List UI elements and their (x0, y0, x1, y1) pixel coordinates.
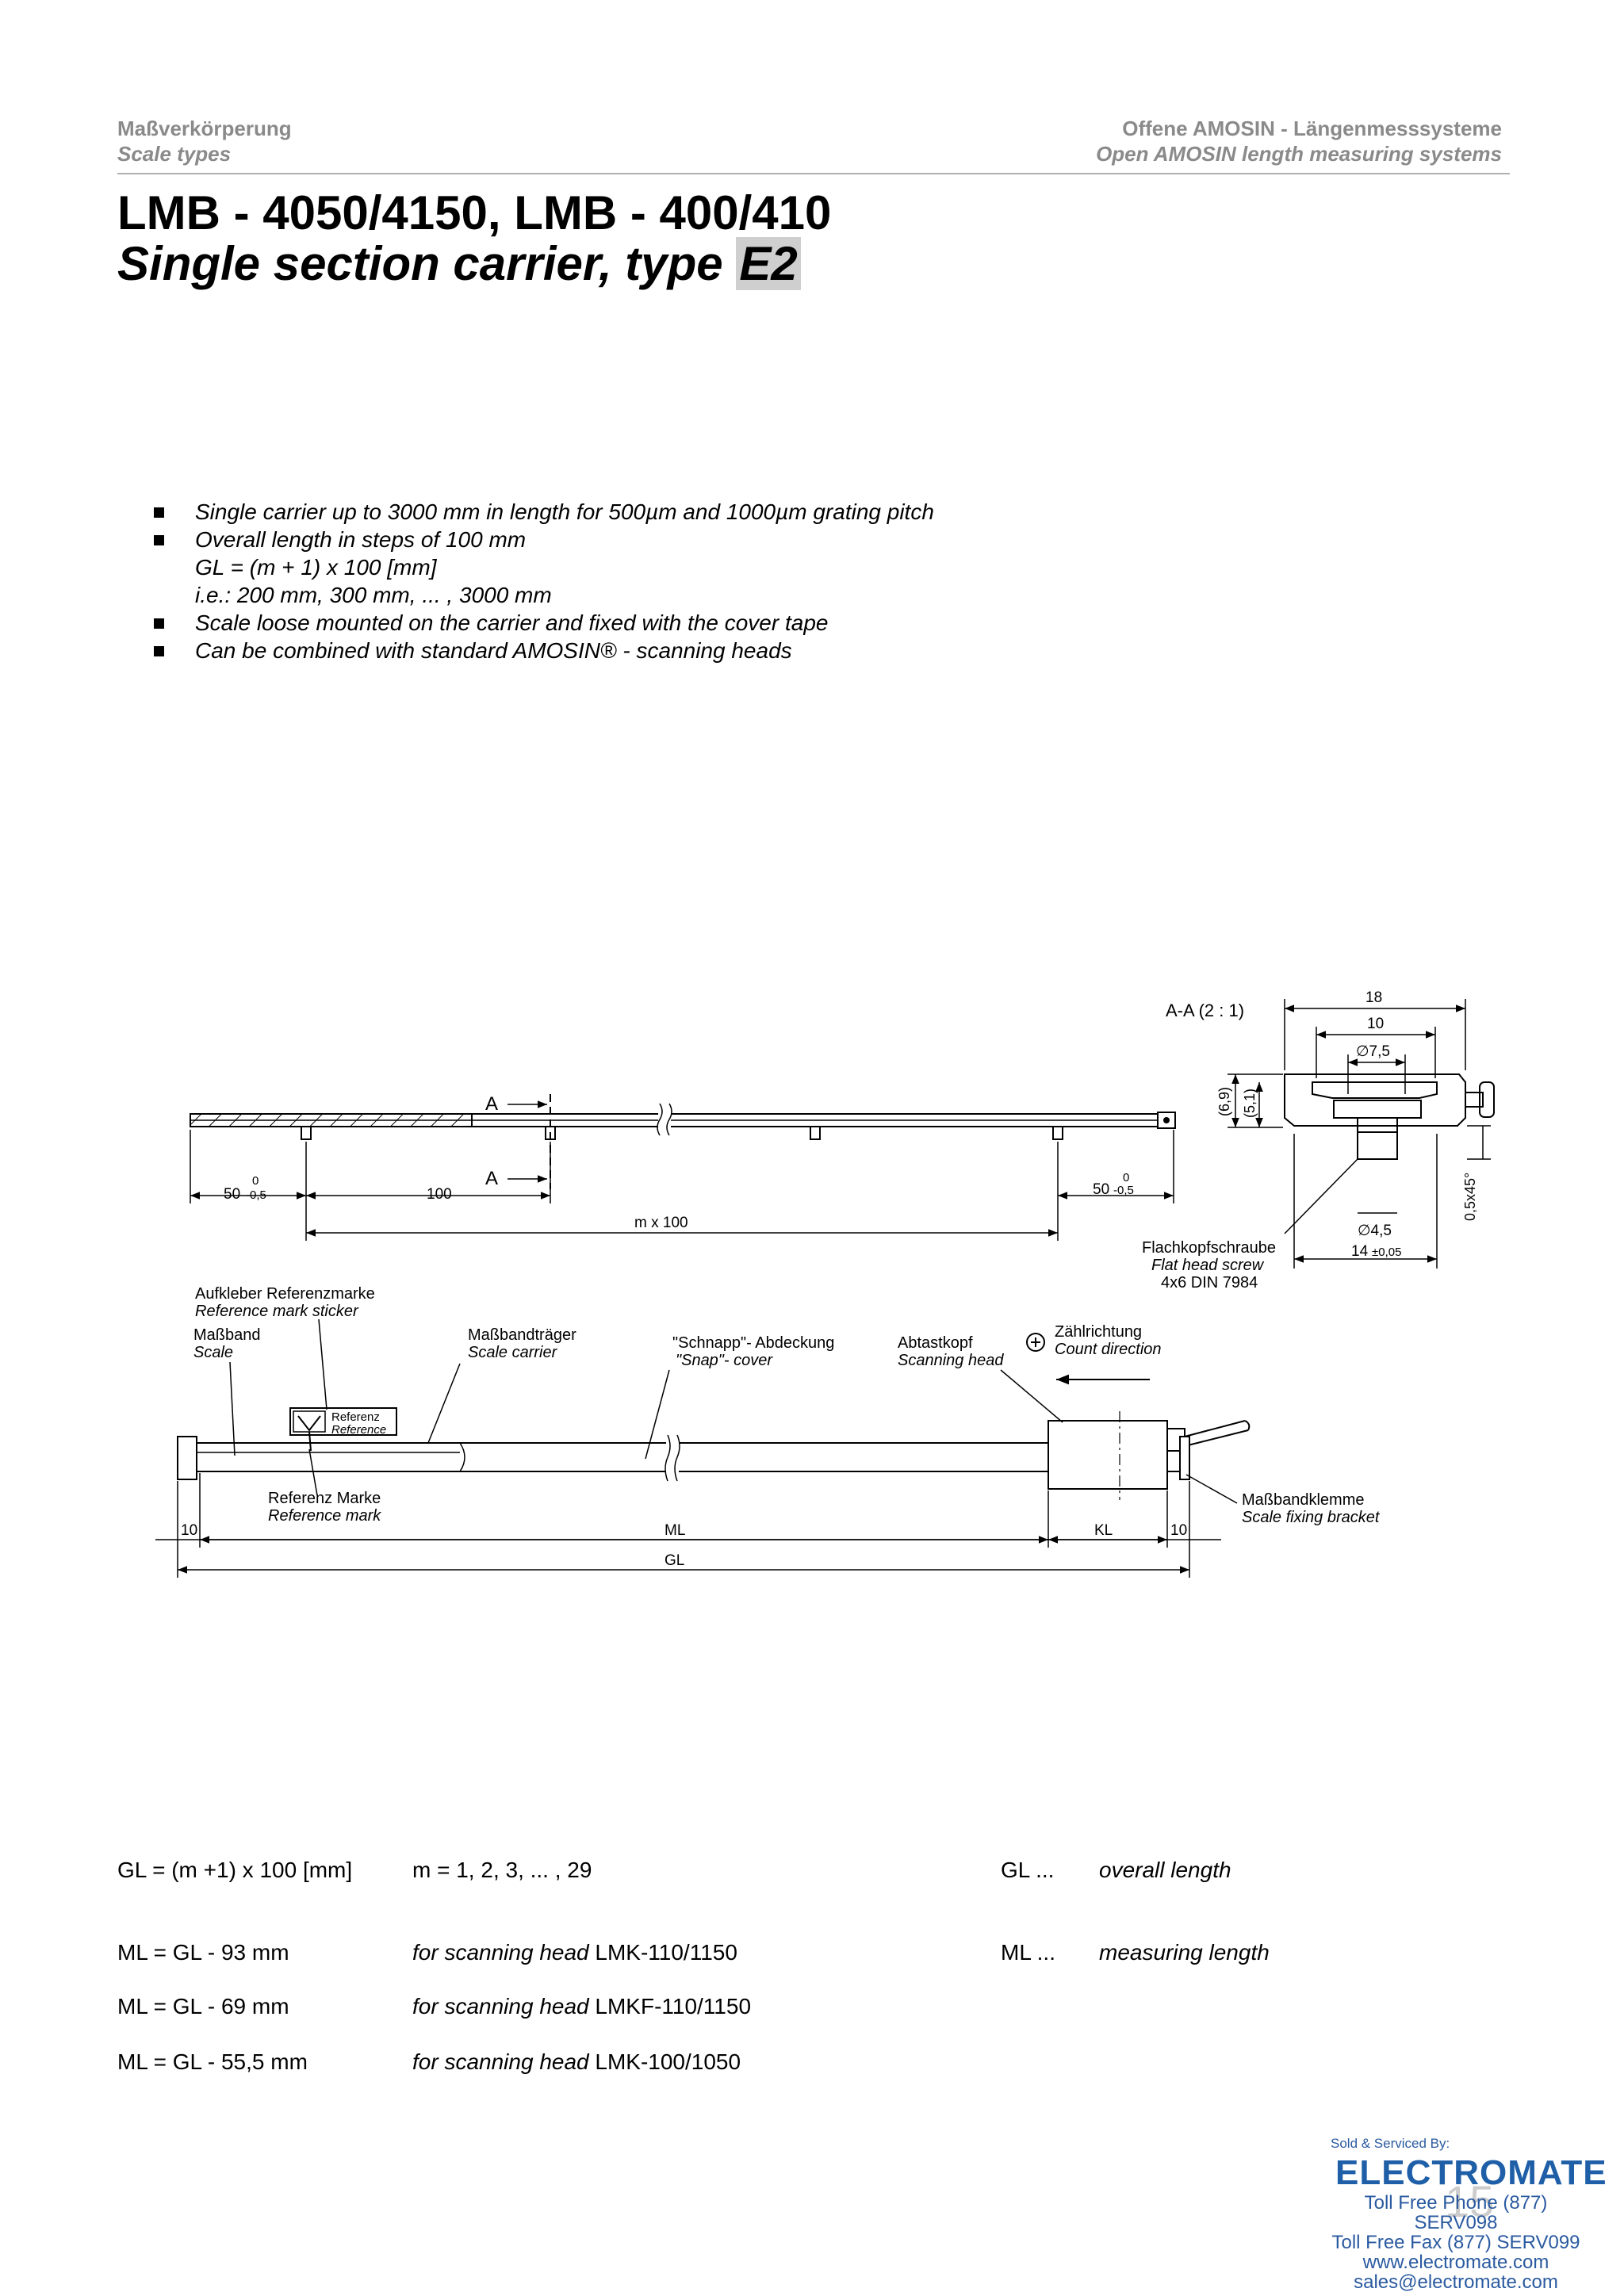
bullet-square-icon (154, 646, 164, 656)
vendor-email-link[interactable]: sales@electromate.com (1354, 2271, 1558, 2293)
assembly-view: Referenz Reference (177, 1407, 1251, 1500)
refmark-label-de: Referenz Marke (268, 1490, 381, 1507)
dim-5-1: (5,1) (1242, 1089, 1258, 1118)
cover-label-en: "Snap"- cover (676, 1352, 773, 1369)
vendor-block: Sold & Serviced By: ELECTROMATE 15 Toll … (1329, 2136, 1607, 2293)
ref-label-de: Referenz (331, 1410, 380, 1424)
formula-mid: for scanning head LMK-100/1050 (412, 2049, 741, 2074)
reference-sticker-icon (293, 1410, 326, 1433)
dim-50-right: 50 (1093, 1181, 1109, 1198)
dim-chamfer: 0,5x45° (1462, 1173, 1478, 1221)
sticker-label-de: Aufkleber Referenzmarke (195, 1285, 375, 1303)
dim-m-x-100: m x 100 (634, 1215, 688, 1231)
dim-14: 14 (1351, 1243, 1369, 1260)
formula-left: ML = GL - 93 mm (117, 1940, 289, 1965)
dim-ml: ML (665, 1522, 685, 1539)
count-label-de: Zählrichtung (1055, 1323, 1142, 1341)
technical-drawing: A A 50 0 -0,5 100 50 0 -0,5 m x 100 A-A … (155, 989, 1495, 1578)
list-item-formula: GL = (m + 1) x 100 [mm] (195, 555, 437, 580)
screw-label-en: Flat head screw (1151, 1257, 1265, 1274)
carrier-label-de: Maßbandträger (468, 1326, 576, 1344)
abbr-gl-desc: overall length (1099, 1858, 1231, 1882)
vendor-name: ELECTROMATE (1335, 2153, 1607, 2192)
carrier-side-view: A A (190, 1093, 1176, 1189)
cover-label-de: "Schnapp"- Abdeckung (672, 1334, 834, 1352)
carrier-label-en: Scale carrier (468, 1344, 558, 1361)
list-item: Can be combined with standard AMOSIN® - … (154, 637, 934, 664)
list-item: Overall length in steps of 100 mm (154, 526, 934, 553)
dim-14-tol: ±0,05 (1372, 1246, 1401, 1259)
type-highlight: E2 (736, 237, 801, 290)
header-left-de: Maßverkörperung (117, 117, 292, 140)
section-mark-bottom: A (485, 1168, 498, 1189)
bullet-square-icon (154, 507, 164, 518)
screw-spec: 4x6 DIN 7984 (1161, 1274, 1258, 1292)
scale-label-de: Maßband (193, 1326, 261, 1344)
head-label-en: Scanning head (898, 1352, 1004, 1369)
page-title: LMB - 4050/4150, LMB - 400/410 (117, 186, 832, 239)
cross-section-view (1284, 1073, 1495, 1160)
assembly-leaders (229, 1318, 1238, 1504)
count-label-en: Count direction (1055, 1341, 1162, 1358)
formula-left: GL = (m +1) x 100 [mm] (117, 1858, 353, 1882)
vendor-phone: Toll Free Phone (877) SERV098 (1364, 2192, 1548, 2233)
list-item: Scale loose mounted on the carrier and f… (154, 609, 934, 637)
tol-zero-left: 0 (252, 1174, 259, 1188)
sticker-label-en: Reference mark sticker (195, 1303, 359, 1320)
scanning-head-body (1048, 1420, 1168, 1490)
scale-label-en: Scale (193, 1344, 233, 1361)
dim-18: 18 (1365, 989, 1382, 1006)
header-right-de: Offene AMOSIN - Längenmesssysteme (1122, 117, 1502, 140)
dim-diam-7-5: ∅7,5 (1356, 1043, 1390, 1060)
dim-10-right: 10 (1170, 1522, 1187, 1539)
head-label-de: Abtastkopf (898, 1334, 973, 1352)
list-item-example: i.e.: 200 mm, 300 mm, ... , 3000 mm (195, 583, 552, 607)
bullet-square-icon (154, 618, 164, 629)
refmark-label-en: Reference mark (268, 1507, 381, 1525)
dim-6-9: (6,9) (1216, 1087, 1232, 1116)
list-item: Single carrier up to 3000 mm in length f… (154, 498, 934, 526)
tol-zero-right: 0 (1123, 1171, 1129, 1184)
page-subtitle: Single section carrier, type E2 (117, 237, 801, 290)
abbr-gl: GL ... (1001, 1858, 1055, 1882)
tol-neg-left: -0,5 (246, 1188, 266, 1202)
dim-100: 100 (427, 1186, 452, 1203)
dim-diam-4-5: ∅4,5 (1358, 1223, 1392, 1239)
top-dimensions (190, 1130, 1174, 1241)
formula-row: GL = (m +1) x 100 [mm] (117, 1857, 352, 1884)
plus-circle-icon (1026, 1333, 1045, 1352)
dim-kl: KL (1094, 1522, 1113, 1539)
vendor-logo: ELECTROMATE (1329, 2153, 1607, 2193)
cross-section-dimensions (1228, 999, 1491, 1269)
bracket-label-de: Maßbandklemme (1242, 1491, 1365, 1509)
section-mark-top: A (485, 1093, 498, 1115)
tol-neg-right: -0,5 (1113, 1184, 1134, 1197)
bracket-label-en: Scale fixing bracket (1242, 1509, 1381, 1526)
formula-mid: for scanning head LMK-110/1150 (412, 1940, 737, 1965)
bottom-dimensions (155, 1473, 1221, 1578)
formula-mid: for scanning head LMKF-110/1150 (412, 1994, 752, 2019)
header-left-en: Scale types (117, 142, 232, 166)
abbr-ml-desc: measuring length (1099, 1940, 1270, 1965)
formula-left: ML = GL - 69 mm (117, 1994, 289, 2019)
abbr-ml: ML ... (1001, 1940, 1055, 1965)
dim-10-left: 10 (181, 1522, 197, 1539)
bullet-square-icon (154, 535, 164, 545)
feature-list: Single carrier up to 3000 mm in length f… (154, 498, 934, 664)
header-rule (117, 173, 1510, 174)
sold-by-label: Sold & Serviced By: (1331, 2136, 1450, 2151)
formula-mid: m = 1, 2, 3, ... , 29 (412, 1858, 592, 1882)
dim-gl: GL (665, 1552, 684, 1569)
formula-left: ML = GL - 55,5 mm (117, 2049, 308, 2074)
dim-50-left: 50 (224, 1186, 240, 1203)
screw-label-de: Flachkopfschraube (1142, 1239, 1276, 1257)
section-label: A-A (2 : 1) (1166, 1001, 1244, 1020)
dim-10: 10 (1367, 1016, 1384, 1032)
vendor-website-link[interactable]: www.electromate.com (1362, 2252, 1549, 2273)
page-number: 15 (1445, 2176, 1495, 2226)
vendor-fax: Toll Free Fax (877) SERV099 (1331, 2232, 1580, 2253)
ref-label-en: Reference (331, 1423, 386, 1437)
header-right-en: Open AMOSIN length measuring systems (1096, 142, 1502, 166)
